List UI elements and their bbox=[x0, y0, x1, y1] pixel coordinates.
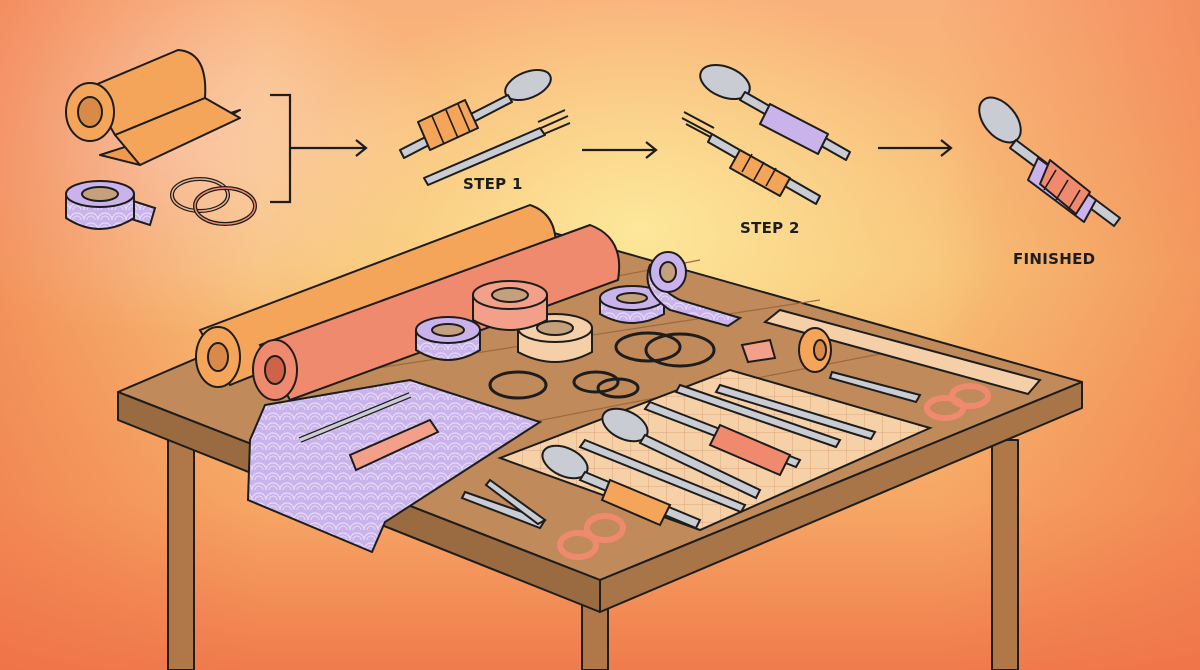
step-2-label: STEP 2 bbox=[740, 219, 800, 237]
patterned-paper-icon bbox=[246, 378, 543, 554]
washi-tape-icon bbox=[65, 180, 157, 230]
tape-rolls-icon bbox=[415, 251, 743, 363]
step-1-label: STEP 1 bbox=[463, 175, 523, 193]
step2-cutlery-icon bbox=[681, 64, 851, 205]
ruler-icon bbox=[762, 308, 1042, 396]
cutlery-on-mat-icon bbox=[541, 383, 877, 530]
step1-cutlery-icon bbox=[399, 68, 571, 186]
finished-spoon-icon bbox=[978, 96, 1121, 227]
finished-label: FINISHED bbox=[1013, 250, 1096, 268]
rubber-bands-icon bbox=[488, 331, 716, 400]
scissors-icon bbox=[828, 370, 991, 421]
bracket-icon bbox=[270, 93, 368, 204]
paper-rolls-icon bbox=[195, 203, 621, 402]
orange-tape-icon bbox=[740, 327, 832, 373]
arrow-icon bbox=[582, 141, 658, 159]
arrow-icon bbox=[878, 139, 953, 157]
paper-roll-icon bbox=[65, 49, 241, 166]
rubber-bands-icon bbox=[170, 177, 257, 226]
scissors-icon bbox=[460, 478, 626, 560]
